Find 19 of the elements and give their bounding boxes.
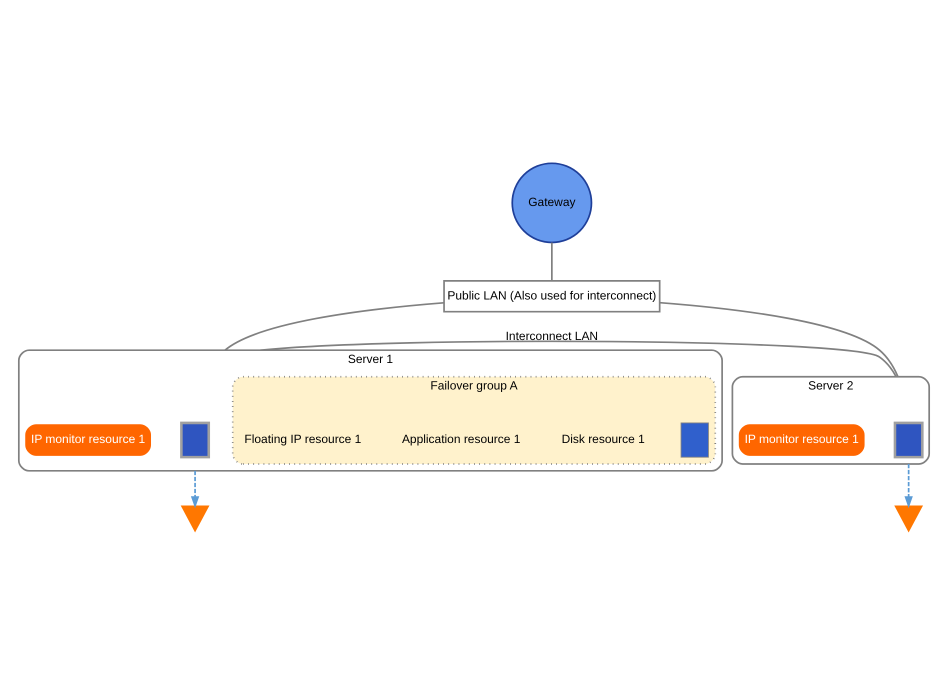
node-box: Public LAN (Also used for interconnect): [443, 280, 661, 312]
node-text: Disk resource 1: [562, 432, 645, 446]
node-text: Floating IP resource 1: [244, 432, 362, 446]
node-circle: Gateway: [511, 162, 592, 243]
arrow: [904, 463, 913, 508]
connector: [260, 340, 897, 377]
node-box: IP monitor resource 1: [738, 424, 865, 456]
node-box: [180, 421, 210, 458]
node-box: [680, 422, 709, 458]
node-box: [894, 421, 924, 458]
node-picture: [180, 504, 210, 532]
node-text: Application resource 1: [402, 432, 520, 446]
connector: [224, 301, 444, 350]
arrow: [190, 470, 200, 508]
connector: [551, 242, 553, 280]
connector: [660, 301, 899, 377]
edge-label: Interconnect LAN: [506, 328, 598, 343]
node-picture: [894, 504, 924, 532]
node-box: IP monitor resource 1: [25, 424, 152, 456]
